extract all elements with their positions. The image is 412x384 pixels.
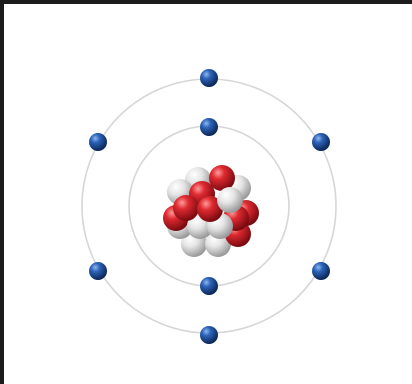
electrons	[89, 69, 330, 344]
neutron	[217, 187, 243, 213]
electron	[200, 277, 218, 295]
electron	[200, 69, 218, 87]
proton	[173, 195, 199, 221]
electron	[200, 326, 218, 344]
electron	[312, 262, 330, 280]
electron	[89, 133, 107, 151]
electron	[89, 262, 107, 280]
diagram-canvas	[4, 4, 412, 384]
electron	[200, 118, 218, 136]
electron	[312, 133, 330, 151]
atom-diagram	[81, 69, 337, 344]
proton	[197, 196, 223, 222]
nucleus	[163, 165, 259, 257]
proton	[209, 165, 235, 191]
